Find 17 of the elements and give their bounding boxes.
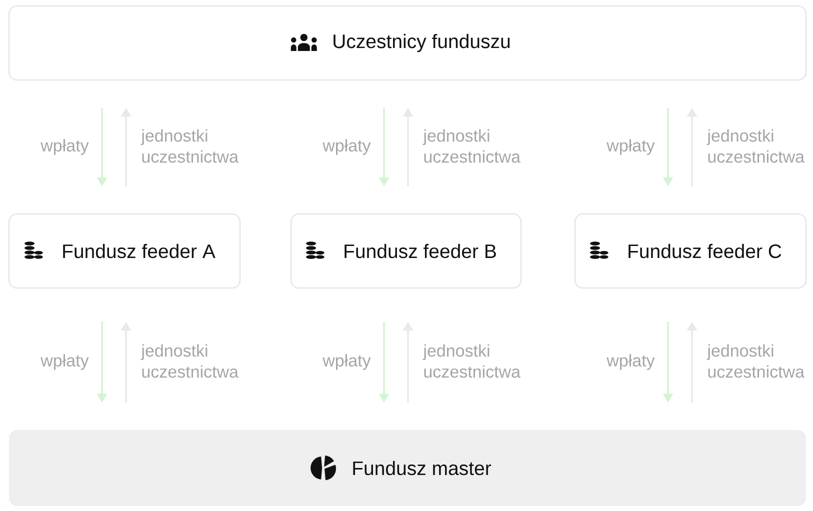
edge-label: wpłaty xyxy=(606,354,655,370)
edge-label: jednostki uczestnictwa xyxy=(140,344,239,378)
edge-label: wpłaty xyxy=(322,139,371,155)
edge-label: wpłaty xyxy=(40,354,89,370)
process-box: Fundusz feeder B xyxy=(290,213,522,289)
edge-label: jednostki uczestnictwa xyxy=(422,129,521,163)
edge-label: wpłaty xyxy=(606,139,655,155)
edge-label: jednostki uczestnictwa xyxy=(422,344,521,378)
edge-label: wpłaty xyxy=(322,354,371,370)
edge-label: wpłaty xyxy=(40,139,89,155)
process-box: Fundusz feeder A xyxy=(8,213,241,289)
edge-label: jednostki uczestnictwa xyxy=(706,129,805,163)
process-box: Fundusz feeder C xyxy=(574,213,807,289)
process-box: Uczestnicy funduszu xyxy=(8,5,807,81)
process-box: Fundusz master xyxy=(9,430,806,506)
edge-label: jednostki uczestnictwa xyxy=(706,344,805,378)
edge-label: jednostki uczestnictwa xyxy=(140,129,239,163)
